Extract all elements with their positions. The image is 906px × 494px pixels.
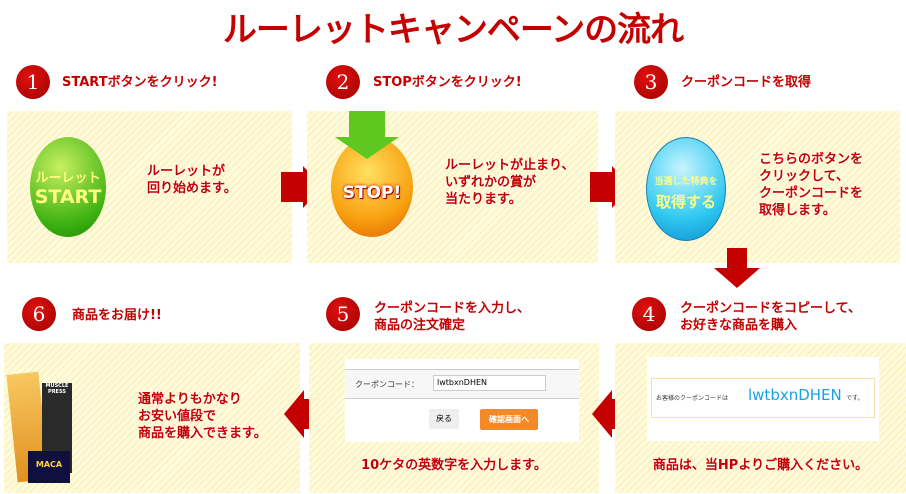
step-text-6: 通常よりもかなりお安い値段で商品を購入できます。 (138, 392, 267, 441)
step-number-2: 2 (326, 65, 360, 99)
get-ball-line2: 取得する (655, 193, 716, 211)
step-heading-4: クーポンコードをコピーして、お好きな商品を購入 (680, 301, 861, 333)
start-ball-line2: START (34, 186, 102, 208)
page-title: ルーレットキャンペーンの流れ (222, 10, 684, 50)
arrow-right-icon (590, 172, 612, 202)
step-number-4: 4 (632, 297, 666, 331)
step-panel-4: お客様のクーポンコードは lwtbxnDHEN です。 商品は、当HPよりご購入… (615, 343, 906, 493)
arrow-left-icon (284, 390, 304, 438)
coupon-prefix: お客様のクーポンコードは (656, 395, 729, 402)
coupon-code: lwtbxnDHEN (748, 386, 842, 404)
coupon-display-screenshot: お客様のクーポンコードは lwtbxnDHEN です。 (647, 357, 879, 441)
down-arrow-head (335, 137, 399, 159)
step-panel-5: クーポンコード： lwtbxnDHEN 戻る 確認画面へ 10ケタの英数字を入力… (309, 343, 599, 493)
step-panel-1: ルーレット START ルーレットが回り始めます。 (7, 111, 292, 263)
stop-label: STOP! (342, 183, 402, 203)
arrow-down-head (714, 268, 760, 288)
step-number-6: 6 (22, 297, 56, 331)
step-number-5: 5 (326, 297, 360, 331)
arrow-right-icon (281, 172, 303, 202)
step-text-1: ルーレットが回り始めます。 (147, 164, 237, 196)
order-form-screenshot: クーポンコード： lwtbxnDHEN 戻る 確認画面へ (345, 359, 579, 442)
step-panel-3: 当選した特典を 取得する こちらのボタンをクリックして、クーポンコードを取得しま… (615, 111, 900, 263)
coupon-suffix: です。 (846, 395, 864, 402)
step-caption-5: 10ケタの英数字を入力します。 (361, 458, 547, 473)
get-ball-line1: 当選した特典を (654, 177, 718, 187)
roulette-start-button[interactable]: ルーレット START (30, 137, 106, 237)
step-panel-6: MUSCLE PRESS MACA 通常よりもかなりお安い値段で商品を購入できま… (4, 343, 300, 493)
coupon-field-label: クーポンコード： (355, 380, 419, 389)
step-text-3: こちらのボタンをクリックして、クーポンコードを取得します。 (759, 152, 864, 218)
step-panel-2: STOP! ルーレットが止まり、いずれかの賞が当たります。 (307, 111, 598, 263)
coupon-box: お客様のクーポンコードは lwtbxnDHEN です。 (651, 378, 875, 418)
step-number-3: 3 (634, 65, 668, 99)
down-arrow-icon (349, 111, 385, 137)
step-heading-5: クーポンコードを入力し、商品の注文確定 (374, 301, 531, 333)
step-heading-3: クーポンコードを取得 (681, 75, 812, 90)
step-text-2: ルーレットが止まり、いずれかの賞が当たります。 (445, 158, 575, 207)
step-heading-2: STOPボタンをクリック! (373, 75, 522, 90)
step-heading-6: 商品をお届け!! (72, 308, 162, 323)
coupon-input[interactable]: lwtbxnDHEN (433, 375, 546, 391)
confirm-button[interactable]: 確認画面へ (480, 409, 538, 430)
step-heading-1: STARTボタンをクリック! (62, 75, 218, 90)
arrow-down-icon (727, 248, 747, 268)
get-coupon-button[interactable]: 当選した特典を 取得する (646, 137, 726, 241)
back-button[interactable]: 戻る (429, 409, 459, 429)
start-ball-line1: ルーレット (35, 171, 101, 186)
step-caption-4: 商品は、当HPよりご購入ください。 (652, 458, 869, 473)
product-box-3: MACA (28, 451, 70, 483)
arrow-left-icon (592, 390, 612, 438)
step-number-1: 1 (16, 65, 50, 99)
